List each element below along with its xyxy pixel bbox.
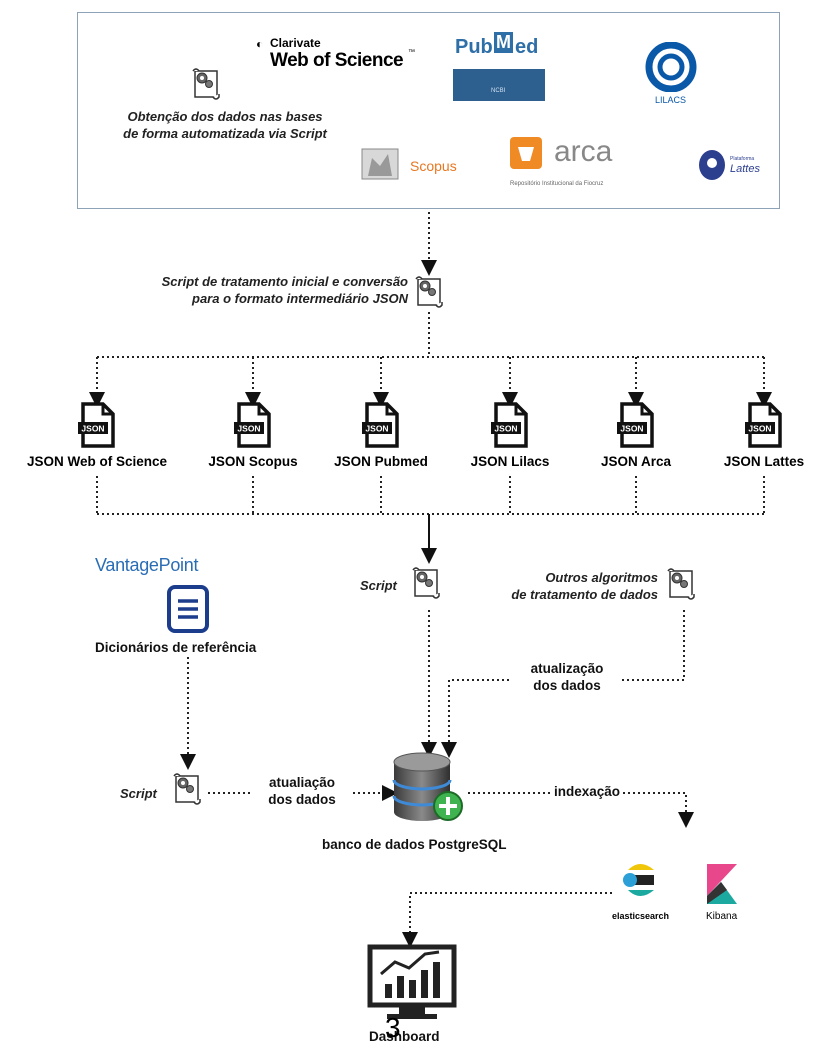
lattes-logo: Plataforma Lattes <box>697 148 777 192</box>
kibana-label: Kibana <box>706 911 738 922</box>
json-file-label: JSON Arca <box>600 454 672 469</box>
document-icon <box>165 584 213 639</box>
clarivate-icon: ◐ <box>256 37 264 51</box>
pubmed-logo: Pub M ed NCBI <box>453 32 545 102</box>
wos-text: Web of Science <box>270 50 404 71</box>
other-algorithms-script-icon <box>664 566 698 607</box>
update-data-label-right: atualização dos dados <box>512 660 622 694</box>
json-badge-text: JSON <box>237 424 260 434</box>
conversion-script-icon <box>412 274 446 315</box>
json-file-label: JSON Lattes <box>723 454 805 469</box>
script-mid-label: Script <box>360 578 397 593</box>
json-badge-text: JSON <box>620 424 643 434</box>
update-data-label-left: atualiação dos dados <box>252 774 352 808</box>
database-label: banco de dados PostgreSQL <box>322 837 507 852</box>
json-badge-text: JSON <box>81 424 104 434</box>
script-mid-icon <box>409 565 443 606</box>
clarivate-text: Clarivate <box>270 36 321 50</box>
acquisition-caption: Obtenção dos dados nas bases de forma au… <box>123 109 327 141</box>
arca-logo: arca Repositório Institucional da Fiocru… <box>510 135 613 187</box>
reference-dictionaries-label: Dicionários de referência <box>95 640 257 655</box>
json-file-label: JSON Lilacs <box>470 454 550 469</box>
json-badge-text: JSON <box>748 424 771 434</box>
elasticsearch-label: elasticsearch <box>612 911 670 921</box>
json-file-icon: JSON <box>490 402 530 453</box>
conversion-caption: Script de tratamento inicial e conversão… <box>161 274 408 306</box>
arca-emblem-icon <box>510 137 542 169</box>
json-file-icon: JSON <box>744 402 784 453</box>
data-sources-box <box>77 12 780 209</box>
lilacs-logo: LILACS <box>643 41 703 108</box>
lattes-emblem-icon <box>699 150 725 180</box>
json-badge-text: JSON <box>494 424 517 434</box>
elasticsearch-icon <box>620 860 660 905</box>
scopus-logo: Scopus <box>360 146 470 186</box>
dashboard-monitor-icon <box>367 944 457 1029</box>
lilacs-emblem-icon <box>645 41 697 93</box>
json-file-icon: JSON <box>77 402 117 453</box>
page-number: 3 <box>385 1012 401 1043</box>
json-file-label: JSON Pubmed <box>334 454 428 469</box>
json-file-label: JSON Web of Science <box>26 454 168 469</box>
json-file-icon: JSON <box>616 402 656 453</box>
json-file-label: JSON Scopus <box>208 454 298 469</box>
postgresql-database-icon <box>388 750 468 835</box>
other-algorithms-caption: Outros algoritmos de tratamento de dados <box>511 570 658 602</box>
kibana-icon <box>703 862 741 911</box>
script-left-label: Script <box>120 786 157 801</box>
vantagepoint-logo: VantagePoint <box>95 555 199 575</box>
dashboard-label: Dashboard <box>369 1029 440 1044</box>
indexing-label: indexação <box>552 784 623 799</box>
script-scroll-icon <box>189 66 223 107</box>
scopus-tree-icon <box>361 148 399 180</box>
json-badge-text: JSON <box>365 424 388 434</box>
json-file-icon: JSON <box>233 402 273 453</box>
web-of-science-logo: ◐ Clarivate Web of Science ™ <box>256 36 415 71</box>
script-left-icon <box>170 771 204 812</box>
json-file-icon: JSON <box>361 402 401 453</box>
